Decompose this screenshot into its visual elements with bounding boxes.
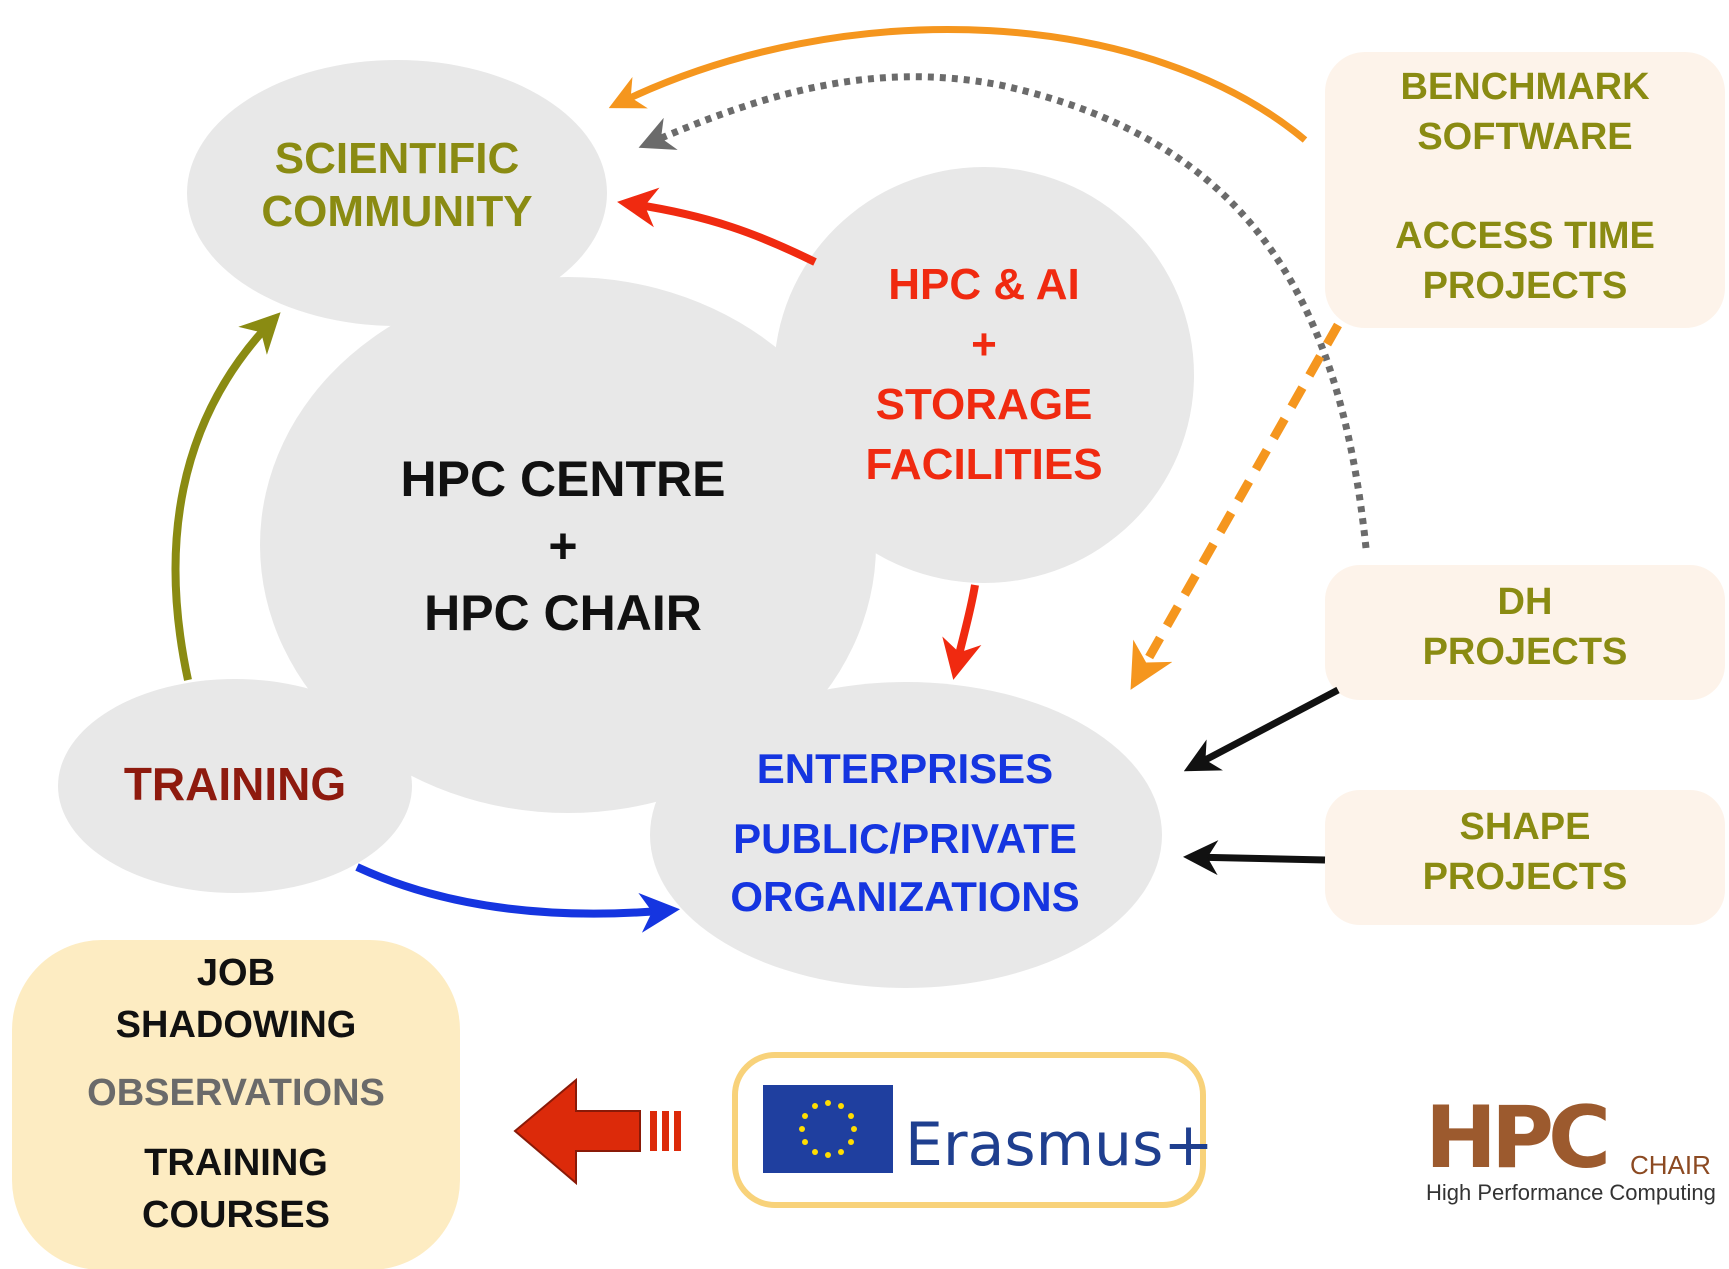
label-access-time: ACCESS TIME PROJECTS [1395, 215, 1655, 307]
box-erasmus-activities [12, 940, 460, 1269]
box-benchmark-access [1325, 52, 1725, 328]
arrow-training-to-community [171, 312, 281, 681]
arrow-training-to-enterprises [355, 863, 680, 933]
label-hpc-centre: HPC CENTRE + HPC CHAIR [400, 451, 726, 641]
label-job-shadowing: JOB SHADOWING [115, 952, 357, 1046]
bubble-enterprises [650, 682, 1162, 988]
bubble-scientific-community [187, 60, 607, 326]
arrow-shape-to-enterprises [1183, 840, 1326, 876]
eu-flag-icon [763, 1085, 893, 1173]
hpc-chair-logo-subtitle: High Performance Computing [1426, 1180, 1716, 1205]
arrow-dh-to-enterprises [1183, 686, 1340, 772]
label-enterprises: ENTERPRISES PUBLIC/PRIVATE ORGANIZATIONS [730, 745, 1080, 920]
arrow-orange-curve [608, 26, 1308, 143]
box-dh [1325, 565, 1725, 700]
label-shape-projects: SHAPE PROJECTS [1422, 806, 1628, 898]
hpc-chair-logo-mark: HPC [1425, 1088, 1611, 1188]
label-hpc-ai-storage: HPC & AI + STORAGE FACILITIES [865, 260, 1103, 489]
label-dh-projects: DH PROJECTS [1422, 581, 1628, 673]
bubble-hpc-centre [260, 277, 876, 813]
label-training-courses: TRAINING COURSES [142, 1142, 330, 1236]
label-scientific-community: SCIENTIFIC COMMUNITY [261, 134, 533, 236]
hpc-chair-logo-chair: CHAIR [1630, 1150, 1711, 1180]
arrow-hpc-to-community [617, 187, 817, 266]
erasmus-logo-text: Erasmus+ [905, 1110, 1214, 1180]
bubble-training [58, 679, 412, 893]
arrow-hpc-to-enterprises [942, 584, 982, 680]
label-observations: OBSERVATIONS [87, 1072, 385, 1114]
box-shape [1325, 790, 1725, 925]
erasmus-block-arrow [513, 1077, 681, 1186]
label-benchmark-software: BENCHMARK SOFTWARE [1400, 66, 1650, 158]
arrow-orange-dashed [1130, 322, 1342, 690]
label-training: TRAINING [123, 758, 347, 810]
bubble-hpc-ai [774, 167, 1194, 583]
